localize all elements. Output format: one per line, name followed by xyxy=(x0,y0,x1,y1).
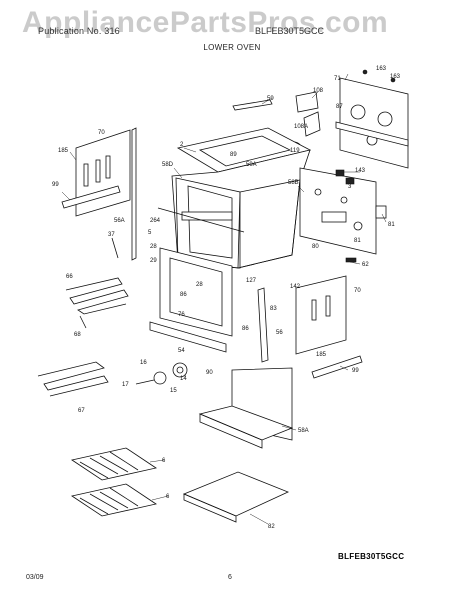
part-37 xyxy=(111,237,119,259)
label-82: 82 xyxy=(268,524,275,530)
label-80: 80 xyxy=(312,244,319,250)
label-108: 108 xyxy=(313,88,324,94)
label-99a: 99 xyxy=(52,182,59,188)
label-58a: 58A xyxy=(298,428,309,434)
header-model: BLFEB30T5GCC xyxy=(255,26,325,36)
label-71: 71 xyxy=(334,76,341,82)
footer-date: 03/09 xyxy=(26,574,44,581)
label-70b: 70 xyxy=(354,288,361,294)
label-28: 28 xyxy=(150,244,157,250)
label-89: 89 xyxy=(230,152,237,158)
label-2: 2 xyxy=(180,142,184,148)
label-59a: 59A xyxy=(246,162,257,168)
label-68: 68 xyxy=(74,332,81,338)
label-70a: 70 xyxy=(98,130,105,136)
bracket-59 xyxy=(232,99,273,111)
label-37: 37 xyxy=(108,232,115,238)
label-6b: 6 xyxy=(166,494,170,500)
label-163b: 163 xyxy=(390,74,401,80)
label-81a: 81 xyxy=(388,222,395,228)
bake-element-66 xyxy=(65,277,129,329)
label-143: 143 xyxy=(355,168,366,174)
label-90: 90 xyxy=(206,370,213,376)
part-143a xyxy=(335,169,345,177)
convection-parts xyxy=(135,362,188,385)
label-12: 29 xyxy=(150,258,157,264)
label-87: 87 xyxy=(336,104,343,110)
label-66: 66 xyxy=(66,274,73,280)
rail-56 xyxy=(257,287,269,363)
broil-pan-82 xyxy=(182,471,290,523)
label-108a: 108A xyxy=(294,124,308,130)
part-81 xyxy=(375,205,387,219)
label-81b: 81 xyxy=(354,238,361,244)
part-143b xyxy=(345,177,355,185)
broil-element-67 xyxy=(37,361,109,397)
page-subtitle: LOWER OVEN xyxy=(203,43,261,52)
side-panel-70-left xyxy=(61,129,131,217)
label-127: 127 xyxy=(246,278,257,284)
label-99b: 99 xyxy=(352,368,359,374)
model-number-label: BLFEB30T5GCC xyxy=(338,552,405,561)
label-67: 67 xyxy=(78,408,85,414)
label-56a: 56A xyxy=(114,218,125,224)
label-14: 14 xyxy=(180,376,187,382)
label-16: 16 xyxy=(140,360,147,366)
rear-panel-71 xyxy=(335,73,409,169)
label-29: 28 xyxy=(196,282,203,288)
watermark-text: AppliancePartsPros.com xyxy=(22,6,389,39)
label-54: 54 xyxy=(178,348,185,354)
label-264: 264 xyxy=(150,218,161,224)
label-185a: 185 xyxy=(58,148,69,154)
label-185b: 185 xyxy=(316,352,327,358)
leader-185-top xyxy=(69,151,77,161)
header-publication: Publication No. 316 xyxy=(38,26,120,36)
label-142: 142 xyxy=(290,284,301,290)
label-76: 76 xyxy=(178,312,185,318)
screw-163a xyxy=(362,69,368,75)
connector-62 xyxy=(345,257,357,263)
label-83: 83 xyxy=(270,306,277,312)
side-panel-70-right xyxy=(295,275,363,379)
screw-163b xyxy=(390,77,396,83)
label-58b: 58B xyxy=(288,180,299,186)
rail-56a xyxy=(131,127,137,261)
part-labels: 163 163 71 87 59 108 108A 119 2 89 59A 5… xyxy=(52,66,401,530)
side-panel-58b xyxy=(299,167,377,255)
oven-racks xyxy=(70,447,158,517)
strip-264 xyxy=(157,207,245,233)
label-17: 17 xyxy=(122,382,129,388)
oven-cavity xyxy=(171,149,311,269)
label-86a: 86 xyxy=(180,292,187,298)
part-108 xyxy=(295,91,319,113)
label-56: 56 xyxy=(276,330,283,336)
label-58d: 58D xyxy=(162,162,174,168)
label-6a: 6 xyxy=(162,458,166,464)
label-15: 15 xyxy=(170,388,177,394)
part-108a xyxy=(303,111,321,137)
label-62: 62 xyxy=(362,262,369,268)
door-frame-76 xyxy=(159,247,233,337)
label-119: 119 xyxy=(290,148,300,154)
label-163a: 163 xyxy=(376,66,387,72)
bottom-panel-58a xyxy=(198,367,294,449)
footer-page-number: 6 xyxy=(228,574,232,581)
label-3: 3 xyxy=(348,184,352,190)
leader-lines xyxy=(61,91,387,525)
label-5: 5 xyxy=(148,230,152,236)
part-90 xyxy=(149,321,227,353)
label-86b: 86 xyxy=(242,326,249,332)
